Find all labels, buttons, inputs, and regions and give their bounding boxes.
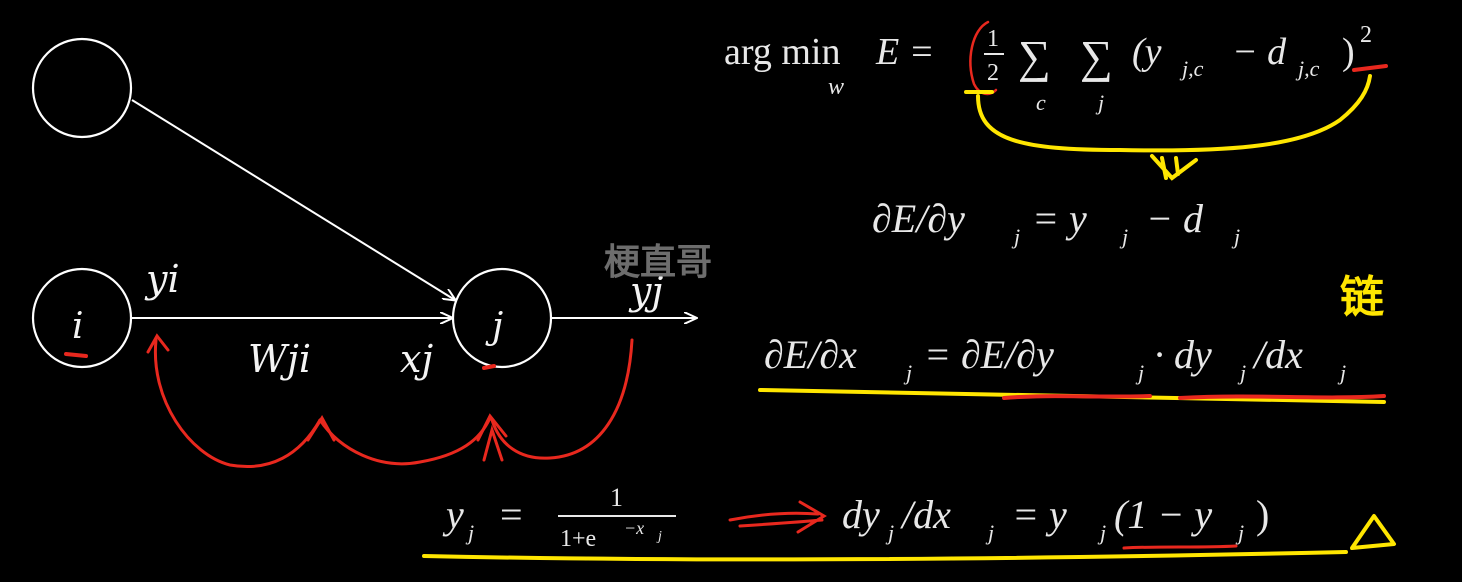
objective-minus-sub: j,c (1295, 56, 1320, 81)
equation-dE-dy: ∂E/∂y j = y j − d j (872, 196, 1240, 249)
sigmoid-den-sup: −x (624, 518, 644, 538)
network-diagram: i j yi Wji xj yj (31, 37, 696, 468)
yellow-underline-bottom (422, 550, 1348, 562)
label-w-ji: Wji (248, 337, 311, 381)
dEdx-c: · dy (1154, 332, 1212, 377)
equation-dE-dx: ∂E/∂x j = ∂E/∂y j · dy j /dx j (764, 332, 1346, 385)
yellow-bracket-objective (976, 74, 1372, 153)
objective-sum2: ∑ (1080, 31, 1113, 82)
equation-sigmoid: y j = 1 1+e −x j (442, 483, 676, 552)
label-y-i: yi (144, 257, 180, 301)
node-j-label: j (485, 306, 503, 347)
red-arrowhead-right-extra (482, 424, 504, 462)
dEdy-left: ∂E/∂y (872, 196, 965, 241)
objective-half-den: 2 (987, 60, 999, 86)
dEdx-a-sub: j (903, 360, 912, 385)
dEdx-d-sub: j (1337, 360, 1346, 385)
red-arrow-sigmoid-to-derivative (728, 500, 827, 534)
dEdx-a: ∂E/∂x (764, 332, 857, 377)
dEdx-b-sub: j (1135, 360, 1144, 385)
red-underline-derivative (1122, 544, 1238, 550)
dEdy-eq-sub: j (1119, 224, 1128, 249)
objective-sum2-idx: j (1095, 90, 1104, 115)
dEdy-left-sub: j (1011, 224, 1020, 249)
dEdx-b: = ∂E/∂y (924, 332, 1054, 377)
objective-under: w (828, 74, 844, 100)
objective-lhs: E = (875, 31, 934, 73)
deriv-a: dy (842, 492, 880, 537)
node-i-label: i (72, 306, 84, 347)
watermark: 梗直哥 (604, 242, 712, 283)
deriv-c: = y (1012, 492, 1067, 537)
deriv-b: /dx (900, 492, 951, 537)
objective-body-sub: j,c (1179, 56, 1204, 81)
objective-half-num: 1 (987, 26, 999, 52)
red-underline-chain-2 (1178, 394, 1386, 400)
deriv-d-sub: j (1235, 520, 1244, 545)
red-backprop-curve-left (153, 338, 322, 468)
red-mark-power (1352, 64, 1388, 72)
red-arrowhead-left (146, 333, 170, 354)
node-top (31, 37, 133, 139)
red-backprop-curve-mid (318, 416, 492, 466)
label-x-j: xj (400, 337, 433, 381)
yellow-down-arrow (1150, 154, 1198, 181)
sigmoid-num: 1 (610, 483, 623, 512)
red-backprop-curve-right (490, 338, 634, 460)
objective-power: 2 (1360, 22, 1372, 48)
edge-top-to-j (131, 99, 455, 300)
objective-body: (y (1132, 31, 1162, 73)
red-arrowhead-mid (306, 415, 336, 442)
red-underline-chain-1 (1002, 394, 1152, 400)
sigmoid-den: 1+e (560, 526, 596, 552)
deriv-c-sub: j (1097, 520, 1106, 545)
objective-close: ) (1342, 31, 1355, 73)
deriv-b-sub: j (985, 520, 994, 545)
dEdy-minus: − d (1146, 196, 1204, 241)
dEdy-minus-sub: j (1231, 224, 1240, 249)
equation-derivative: dy j /dx j = y j (1 − y j ) (842, 492, 1269, 545)
yellow-triangle-mark (1350, 514, 1396, 550)
red-arrowhead-right (476, 413, 508, 442)
objective-argmin: arg min (724, 31, 840, 73)
red-mark-node-j (482, 364, 496, 370)
deriv-d: (1 − y (1114, 492, 1212, 537)
node-i (31, 267, 133, 369)
objective-sum1: ∑ (1018, 31, 1051, 82)
sigmoid-eq: = (500, 492, 523, 537)
sigmoid-lhs: y (442, 492, 464, 537)
sigmoid-den-sup-sub: j (656, 529, 662, 544)
objective-sum1-idx: c (1036, 90, 1046, 115)
objective-minus: − d (1232, 31, 1287, 73)
dEdx-d: /dx (1252, 332, 1303, 377)
equation-objective: arg min w E = 1 2 ∑ c ∑ j (y j,c − d j,c… (724, 22, 1372, 115)
dEdx-c-sub: j (1237, 360, 1246, 385)
sigmoid-lhs-sub: j (465, 520, 474, 545)
deriv-a-sub: j (885, 520, 894, 545)
label-y-j-out: yj (628, 269, 663, 313)
red-mark-node-i (64, 352, 88, 358)
chain-rule-label: 链 (1340, 272, 1384, 323)
dEdy-eq: = y (1032, 196, 1087, 241)
deriv-e: ) (1256, 492, 1269, 537)
